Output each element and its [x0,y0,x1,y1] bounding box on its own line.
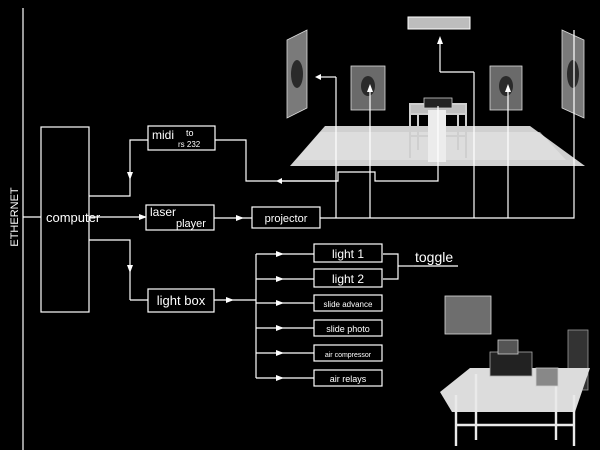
apparatus-screen [444,295,492,335]
air-relays-box [313,369,383,387]
air-compressor-box [313,344,383,362]
component-boxes [40,125,383,387]
midi-rs232-label: rs 232 [178,140,201,149]
arrow-up-screen-2 [505,84,511,92]
midi-label: midi [152,128,174,142]
light-box-label: light box [157,293,206,308]
laser-player-box [145,204,215,231]
computer-box [40,126,90,313]
light1-box [313,243,383,263]
slide-photo-box [313,319,383,337]
projector-box [251,206,321,229]
air-compressor-label: air compressor [325,352,372,359]
light2-label: light 2 [332,272,364,286]
arrow-right-lightbox-bus [226,297,234,303]
ethernet-label: ETHERNET [9,187,21,247]
arrow-left-screen [315,74,321,80]
computer-to-midi [89,139,148,197]
computer-label: computer [46,210,101,225]
stage-render [286,16,585,166]
toggle-bracket [383,253,399,280]
light1-label: light 1 [332,247,364,261]
laser-label: laser [150,205,176,219]
ceiling-light [407,16,471,30]
screen-left-mid [350,65,386,111]
arrow-down-lightbox [127,265,133,273]
midi-to-stage [214,106,439,182]
apparatus-render [440,295,590,446]
component-labels: computer midi to rs 232 laser player pro… [46,128,453,384]
slide-advance-box [313,294,383,312]
connections [23,30,575,379]
arrow-right-projector [236,215,244,221]
arrowheads [127,36,511,381]
player-label: player [176,218,206,230]
slide-photo-label: slide photo [326,324,370,334]
arrow-up-ceiling [437,36,443,44]
light-box-box [147,288,215,313]
air-relays-label: air relays [330,374,367,384]
arrow-down-midi [127,172,133,180]
midi-box [147,125,216,151]
stage-pillar [428,110,446,162]
slide-advance-label: slide advance [324,300,373,309]
arrow-left-return [276,178,282,184]
toggle-label: toggle [415,249,453,265]
computer-to-lightbox [89,239,131,270]
arrow-right-laser [139,214,147,220]
projector-bus [320,30,575,219]
midi-to-label: to [186,128,194,138]
light2-box [313,268,383,288]
projector-label: projector [265,213,308,225]
arrow-up-screen-1 [367,84,373,92]
